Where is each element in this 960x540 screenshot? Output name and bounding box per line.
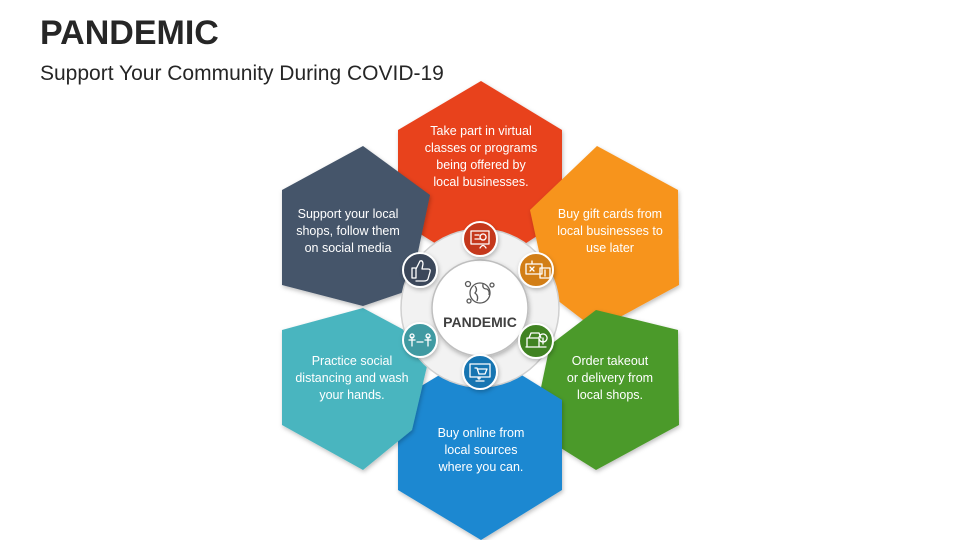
petal-text-line: where you can. <box>438 460 524 474</box>
petal-text-line: Buy online from <box>438 426 525 440</box>
petal-text-line: local businesses. <box>433 175 528 189</box>
petal-upper-right: Buy gift cards from local businesses to us… <box>530 146 679 330</box>
delivery-shop-icon <box>518 323 554 359</box>
petal-text-line: or delivery from <box>567 371 653 385</box>
center-circle <box>431 259 529 357</box>
petal-text-line: local sources <box>445 443 518 457</box>
petal-text-line: Practice social <box>312 354 393 368</box>
petal-text-line: being offered by <box>436 158 526 172</box>
petal-top: Take part in virtual classes or programs b… <box>398 81 562 272</box>
petal-text-line: Buy gift cards from <box>558 207 662 221</box>
gift-card-icon <box>518 252 554 288</box>
online-shopping-icon <box>462 354 498 390</box>
petal-text-line: shops, follow them <box>296 224 400 238</box>
petal-text-line: Take part in virtual <box>430 124 531 138</box>
petal-bottom: Buy online from local sources where you ca… <box>398 350 562 540</box>
petal-text-upper-left: Support your local shops, follow them on s… <box>296 207 400 255</box>
petal-shape-lower-left <box>282 308 432 470</box>
center-label: PANDEMIC <box>443 314 517 330</box>
petal-text-line: local shops. <box>577 388 643 402</box>
petal-text-bottom: Buy online from local sources where you ca… <box>438 426 525 474</box>
petal-text-line: local businesses to <box>557 224 663 238</box>
petal-shape-upper-right <box>530 146 679 330</box>
petal-text-top: Take part in virtual classes or programs b… <box>425 124 538 189</box>
petal-lower-left: Practice social distancing and wash your h… <box>282 308 432 470</box>
petal-text-line: Order takeout <box>572 354 649 368</box>
petal-upper-left: Support your local shops, follow them on s… <box>282 146 430 306</box>
petal-text-line: distancing and wash <box>295 371 408 385</box>
online-class-icon <box>462 221 498 257</box>
petal-text-line: classes or programs <box>425 141 538 155</box>
petal-text-upper-right: Buy gift cards from local businesses to us… <box>557 207 663 255</box>
petal-text-line: on social media <box>305 241 392 255</box>
petal-text-line: Support your local <box>298 207 399 221</box>
petal-shape-top <box>398 81 562 272</box>
petal-text-lower-left: Practice social distancing and wash your h… <box>295 354 408 402</box>
petal-text-line: your hands. <box>319 388 384 402</box>
slide-subtitle: Support Your Community During COVID-19 <box>40 62 444 85</box>
slide-title: PANDEMIC <box>40 14 219 52</box>
petal-shape-bottom <box>398 350 562 540</box>
thumbs-up-icon <box>402 252 438 288</box>
petal-shape-lower-right <box>532 310 679 470</box>
globe-virus-icon <box>464 280 495 304</box>
petal-text-line: use later <box>586 241 634 255</box>
social-distancing-icon <box>402 322 438 358</box>
petal-shape-upper-left <box>282 146 430 306</box>
petal-lower-right: Order takeout or delivery from local shops… <box>532 310 679 470</box>
petal-text-lower-right: Order takeout or delivery from local shops… <box>567 354 653 402</box>
